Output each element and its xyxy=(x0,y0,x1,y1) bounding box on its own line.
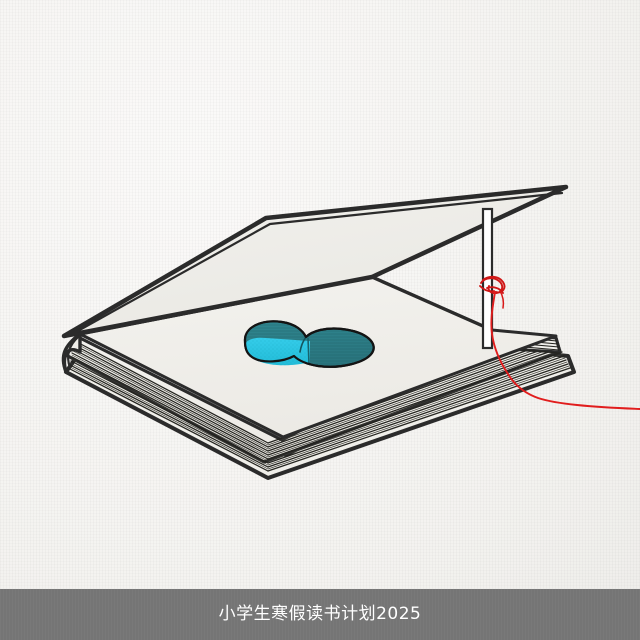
caption-bar: 小学生寒假读书计划2025 xyxy=(0,589,640,640)
spine-inner-curve xyxy=(67,335,80,369)
book-spine-curve xyxy=(61,332,82,374)
heart-center-divider xyxy=(307,337,310,365)
thread-tail xyxy=(499,290,505,309)
page-edge-lines-right-fine xyxy=(267,341,570,470)
caption-text: 小学生寒假读书计划2025 xyxy=(218,604,422,624)
heart-cleft xyxy=(299,336,307,353)
page-edge-lines-right xyxy=(267,339,571,472)
heart-drawing xyxy=(243,320,375,368)
page-edge-lines-left xyxy=(69,340,269,472)
cover-front-lower-edge xyxy=(78,275,374,336)
page-edge-lines-left-fine xyxy=(69,342,269,470)
heart-cyan-speckle xyxy=(245,337,310,366)
red-thread xyxy=(479,275,640,410)
heart-outline-top xyxy=(243,320,375,368)
cover-hinge-line xyxy=(370,275,494,332)
cover-right-ridge xyxy=(370,185,568,279)
thread-knot xyxy=(479,275,506,295)
thread-strand xyxy=(490,291,640,410)
front-cover-thickness xyxy=(74,191,564,334)
book-front-cover-raised xyxy=(61,184,569,339)
